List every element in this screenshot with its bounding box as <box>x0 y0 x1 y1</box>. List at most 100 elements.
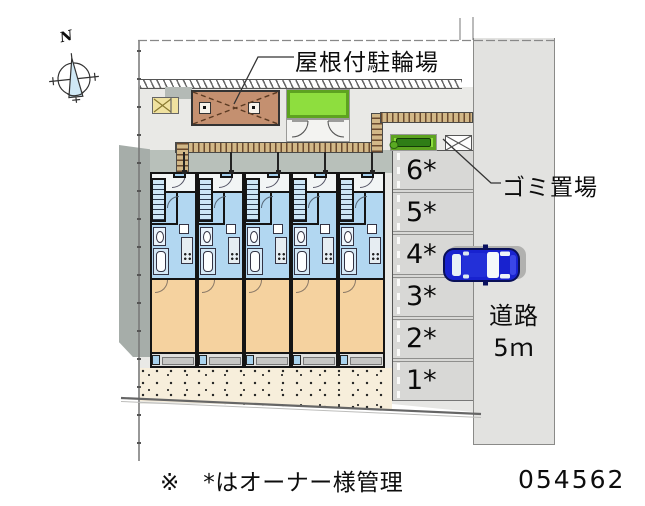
entrance-window <box>314 172 327 178</box>
balcony <box>293 352 336 366</box>
interior-wall <box>152 223 178 225</box>
living-door-arc <box>343 280 356 293</box>
living-room <box>293 278 336 352</box>
compass-north-label: N <box>58 27 75 47</box>
interior-wall <box>223 193 225 225</box>
lawn-area <box>286 89 350 119</box>
garbage-station <box>445 135 472 151</box>
compass-icon <box>49 53 99 103</box>
parking-space-label: 3* <box>406 281 437 313</box>
parking-space: 5* <box>393 193 473 236</box>
west-shadow-strip <box>119 145 150 357</box>
garbage-area-label: ゴミ置場 <box>502 175 598 201</box>
living-room <box>340 278 383 352</box>
interior-wall <box>340 223 366 225</box>
downspout <box>228 152 234 174</box>
washing-machine <box>367 224 377 234</box>
bathtub <box>341 248 357 275</box>
balcony <box>340 352 383 366</box>
kitchen-counter <box>322 237 334 264</box>
balcony-floor <box>350 357 382 365</box>
brick-walkway <box>175 142 383 153</box>
bathtub <box>153 248 169 275</box>
balcony-storage <box>152 355 160 365</box>
interior-door-arc <box>355 196 367 208</box>
interior-wall <box>176 193 178 225</box>
shelter-post <box>248 102 260 114</box>
gravel-ground <box>140 368 392 410</box>
staircase <box>245 178 260 222</box>
entrance-window <box>220 172 233 178</box>
shelter-post <box>199 102 211 114</box>
interior-wall <box>364 193 366 225</box>
washing-machine <box>273 224 283 234</box>
building <box>150 172 385 368</box>
bathtub <box>200 248 216 275</box>
staircase <box>151 178 166 222</box>
brick-walkway <box>371 113 383 153</box>
interior-wall <box>293 223 319 225</box>
parking-space: 4* <box>393 235 473 278</box>
balcony-storage <box>246 355 254 365</box>
balcony-storage <box>199 355 207 365</box>
parking-space-label: 6* <box>406 154 437 186</box>
living-door-arc <box>249 280 262 293</box>
balcony-floor <box>209 357 241 365</box>
washing-machine <box>179 224 189 234</box>
parking-space: 1* <box>393 362 473 400</box>
parking-space-label: 4* <box>406 238 437 270</box>
bathtub <box>247 248 263 275</box>
parking-space-label: 5* <box>406 196 437 228</box>
north-fence <box>140 79 462 89</box>
toilet <box>294 227 307 246</box>
interior-door-arc <box>261 196 273 208</box>
staircase <box>198 178 213 222</box>
entrance-window <box>361 172 374 178</box>
owner-managed-note: ※ *はオーナー様管理 <box>160 470 404 496</box>
kitchen-counter <box>369 237 381 264</box>
interior-door-arc <box>214 196 226 208</box>
kitchen-counter <box>181 237 193 264</box>
parking-lot: 6* 5* 4* 3* 2* 1* <box>392 150 473 401</box>
brick-walkway <box>380 112 473 123</box>
downspout <box>369 152 375 174</box>
interior-wall <box>199 223 225 225</box>
gate-slab <box>286 119 350 142</box>
staircase <box>292 178 307 222</box>
staircase <box>339 178 354 222</box>
road-label-line2: 5ｍ <box>493 334 535 362</box>
balcony-storage <box>340 355 348 365</box>
balcony <box>152 352 195 366</box>
road <box>473 38 555 445</box>
bicycle-parking-label: 屋根付駐輪場 <box>295 50 439 76</box>
kitchen-counter <box>275 237 287 264</box>
toilet <box>247 227 260 246</box>
apartment-unit <box>197 172 244 368</box>
interior-door-arc <box>308 196 320 208</box>
living-room <box>152 278 195 352</box>
road-label: 道路 5ｍ <box>473 300 555 364</box>
covered-bicycle-parking <box>191 90 280 126</box>
north-corridor <box>150 150 392 173</box>
road-label-line1: 道路 <box>489 302 539 330</box>
balcony-floor <box>256 357 288 365</box>
parking-space-label: 2* <box>406 323 437 355</box>
living-door-arc <box>155 280 168 293</box>
toilet <box>341 227 354 246</box>
parking-space-label: 1* <box>406 365 437 397</box>
parking-space: 3* <box>393 278 473 320</box>
cycle-rack <box>396 138 431 147</box>
plan-number: 054562 <box>518 465 626 494</box>
downspout <box>275 152 281 174</box>
utility-box <box>152 97 179 114</box>
apartment-unit <box>150 172 197 368</box>
apartment-unit <box>244 172 291 368</box>
living-door-arc <box>202 280 215 293</box>
washing-machine <box>226 224 236 234</box>
downspout <box>322 152 328 174</box>
parking-space: 6* <box>393 151 473 194</box>
shelter-shadow <box>165 87 192 99</box>
toilet <box>153 227 166 246</box>
interior-wall <box>246 223 272 225</box>
